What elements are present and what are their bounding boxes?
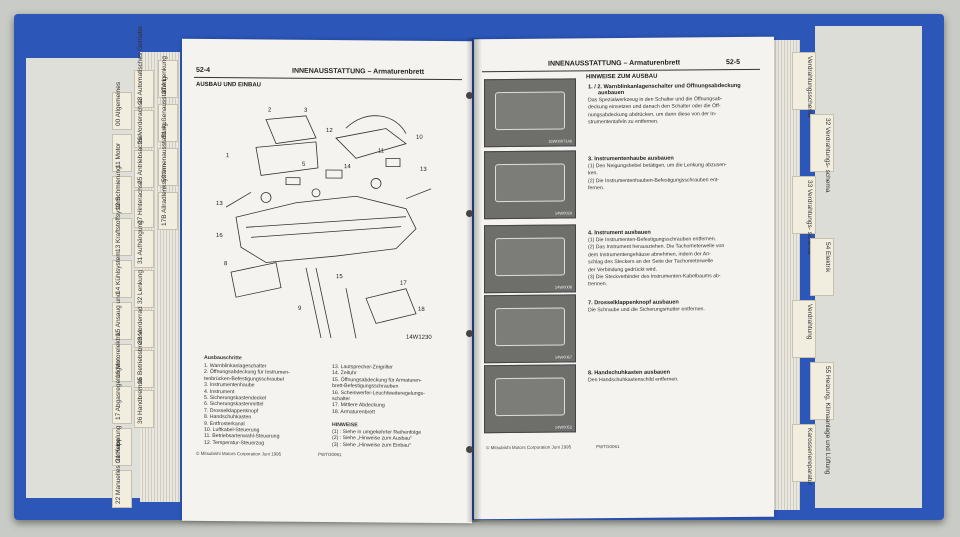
step-text-line: fernen.	[588, 185, 605, 192]
right-footer-code: PWTG0061	[596, 444, 620, 450]
photo-detail	[495, 91, 565, 131]
instrument-cluster-part	[265, 115, 317, 144]
photo-code: 16W0007146	[548, 138, 572, 144]
svg-text:11: 11	[378, 148, 385, 154]
index-tab-left[interactable]: 36 Handbremse	[134, 378, 154, 428]
step-text-line: trennen.	[588, 281, 608, 288]
index-tab-right[interactable]: Verdrahtungsschema	[792, 52, 816, 117]
left-footer-code: PWTG0061	[318, 451, 342, 458]
left-footer-copyright: © Mitsubishi Motors Corporation Juni 199…	[196, 450, 282, 457]
upper-harness-part	[335, 128, 407, 159]
index-tab-right[interactable]: Karosseriereparatur	[792, 424, 816, 485]
index-tab-right[interactable]: 54 Elektrik	[810, 238, 834, 296]
svg-text:16: 16	[216, 233, 223, 239]
step-text-line: Die Schraube und die Sicherungsmutter en…	[588, 306, 705, 314]
center-cover-part	[365, 288, 417, 324]
index-tab-right[interactable]: 32 Verdrahtungs- schema	[810, 114, 834, 192]
left-page: 52-4 INNENAUSSTATTUNG – Armaturenbrett A…	[182, 38, 472, 524]
photo-detail	[495, 377, 565, 417]
figure-code: 14W1230	[406, 335, 432, 341]
svg-text:14: 14	[344, 164, 351, 170]
index-tab-right[interactable]: 33 Verdrahtungs- schema	[792, 176, 816, 254]
svg-text:13: 13	[216, 201, 223, 207]
right-page-number: 52-5	[726, 58, 741, 67]
right-page-header-title: INNENAUSSTATTUNG – Armaturenbrett	[548, 59, 681, 68]
svg-text:5: 5	[302, 162, 306, 168]
procedure-photo: 14W0067	[484, 294, 576, 364]
index-tab-right[interactable]: 55 Heizung, Klimaanlage und Lüftung	[810, 362, 834, 474]
notes-list: (1) : Siehe in umgekehrter Reihenfolge(2…	[332, 429, 421, 449]
index-tab-right[interactable]: Verdrahtung	[792, 300, 816, 358]
index-tab-left[interactable]: 31 Aufhängung	[134, 220, 154, 268]
photo-code: 14W0029	[554, 210, 572, 216]
photo-detail	[495, 307, 565, 347]
removal-note-step: 1. / 2. Warnblinkanlagenschalter und Öff…	[588, 83, 763, 126]
photo-detail	[495, 237, 565, 277]
photo-detail	[495, 163, 565, 203]
procedure-photo: 16W0007146	[484, 78, 576, 148]
svg-text:10: 10	[416, 135, 423, 141]
svg-text:2: 2	[268, 107, 272, 113]
instrument-hood-part	[255, 141, 319, 176]
photo-code: 14W0008	[554, 284, 572, 290]
left-page-header-title: INNENAUSSTATTUNG – Armaturenbrett	[292, 67, 425, 76]
binder-ring-lower	[466, 330, 473, 337]
svg-text:15: 15	[336, 274, 343, 280]
left-header-rule	[194, 76, 462, 81]
left-page-number: 52-4	[196, 66, 211, 74]
photo-code: 14W0052	[554, 424, 572, 430]
step-text-line: strumententafeln zu entfernen.	[588, 118, 659, 126]
removal-step-item: 18. Armaturenbrett	[332, 408, 375, 416]
left-section-title: AUSBAU UND EINBAU	[196, 81, 262, 89]
index-tab-left[interactable]: 22 Manuelles Getriebe	[112, 439, 132, 508]
svg-text:3: 3	[304, 108, 308, 114]
removal-step-item: 12. Temperatur-Steuerzug	[204, 439, 265, 447]
svg-text:18: 18	[418, 307, 425, 313]
book-gutter	[466, 38, 482, 522]
svg-text:12: 12	[326, 128, 333, 134]
index-tab-left[interactable]: 00 Allgemeines	[112, 82, 132, 130]
svg-text:1: 1	[226, 153, 230, 159]
right-section-title: HINWEISE ZUM AUSBAU	[586, 73, 658, 81]
binder-ring-middle	[466, 210, 473, 217]
removal-note-step: 3. Instrumentenhaube ausbauen(1) Den Nei…	[588, 155, 763, 192]
procedure-photo: 14W0029	[484, 150, 576, 220]
svg-text:9: 9	[298, 306, 302, 312]
removal-steps-heading: Ausbauschritte	[204, 354, 242, 362]
dashboard-exploded-diagram: 2 3 1 12 10 11 13 5 14 13 16 8 9 15 17 18 14W1230	[216, 107, 432, 341]
index-tab-left[interactable]: 17 Abgasregelungen	[112, 360, 132, 424]
right-header-rule	[482, 68, 760, 73]
svg-text:13: 13	[420, 167, 427, 173]
procedure-photo: 14W0008	[484, 224, 576, 294]
index-tab-left[interactable]: 17B Allradlenksystem	[158, 164, 178, 230]
procedure-photo: 14W0052	[484, 364, 576, 434]
svg-text:17: 17	[400, 281, 407, 287]
right-footer-copyright: © Mitsubishi Motors Corporation Juni 199…	[486, 444, 572, 451]
photo-code: 14W0067	[554, 354, 572, 360]
index-tab-left[interactable]: 32 Lenkung	[134, 270, 154, 308]
binder-ring-bottom	[466, 446, 473, 453]
dashboard-outline	[235, 195, 417, 263]
index-tab-left[interactable]: 13 Kraftstoffsystem	[112, 196, 132, 256]
svg-text:8: 8	[224, 261, 228, 267]
glovebox-part	[230, 262, 282, 298]
removal-note-step: 4. Instrument ausbauen(1) Die Instrument…	[588, 229, 763, 288]
notes-heading: HINWEISE	[332, 422, 358, 429]
note-item: (3) : Siehe „Hinweise zum Einbau“	[332, 441, 411, 449]
binder-ring-top	[466, 92, 473, 99]
step-text-line: Den Handschuhkastenschild entfernen.	[588, 376, 679, 384]
right-page: INNENAUSSTATTUNG – Armaturenbrett 52-5 H…	[474, 36, 774, 520]
